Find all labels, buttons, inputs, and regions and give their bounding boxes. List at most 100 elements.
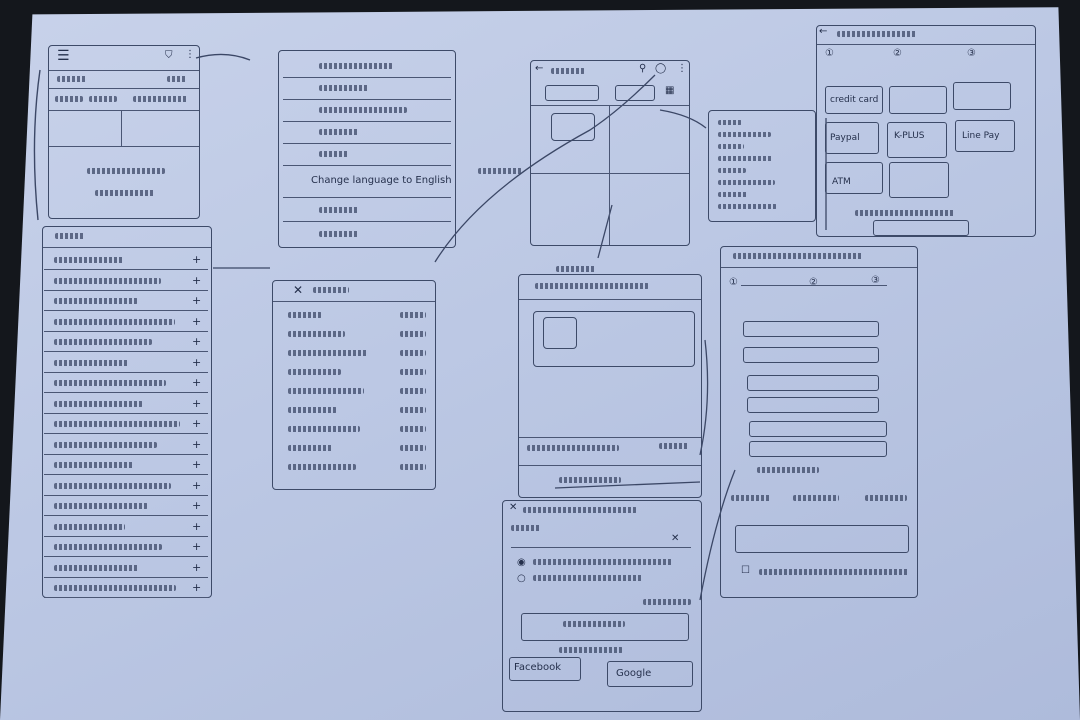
sort-option[interactable] <box>716 178 812 188</box>
line-pay-option[interactable]: Line Pay <box>955 120 1015 152</box>
category-row[interactable]: + <box>44 291 208 311</box>
payment-option[interactable] <box>889 162 949 198</box>
filter-row[interactable] <box>284 384 430 400</box>
category-row[interactable]: + <box>44 373 208 393</box>
expand-plus-icon[interactable]: + <box>192 335 202 348</box>
expand-plus-icon[interactable]: + <box>192 294 202 307</box>
filter-row[interactable] <box>284 346 430 362</box>
filter-button[interactable] <box>615 85 655 101</box>
sort-option[interactable] <box>716 190 812 200</box>
credit-card-option[interactable]: credit card <box>825 86 883 114</box>
expand-plus-icon[interactable]: + <box>192 581 202 594</box>
expand-plus-icon[interactable]: + <box>192 273 202 287</box>
cart-icon[interactable]: ◯ <box>655 63 667 74</box>
radio-option[interactable]: ○ <box>517 573 526 584</box>
more-icon[interactable]: ⋮ <box>185 49 195 60</box>
category-row[interactable]: + <box>44 476 208 496</box>
category-row[interactable]: + <box>44 455 208 475</box>
category-row[interactable]: + <box>44 394 208 414</box>
expand-plus-icon[interactable]: + <box>192 458 202 471</box>
category-row[interactable]: + <box>44 537 208 557</box>
sort-button[interactable] <box>545 85 599 101</box>
category-row[interactable]: + <box>44 517 208 537</box>
bookmark-icon[interactable]: ⛉ <box>165 50 173 61</box>
close-icon[interactable]: ✕ <box>293 283 304 297</box>
more-icon[interactable]: ⋮ <box>677 63 687 74</box>
expand-plus-icon[interactable]: + <box>192 560 202 574</box>
expand-plus-icon[interactable]: + <box>192 519 202 533</box>
category-row[interactable]: + <box>44 558 208 578</box>
phone-input[interactable] <box>749 441 887 457</box>
back-arrow-icon[interactable]: ← <box>819 26 828 37</box>
checkbox[interactable]: ☐ <box>741 565 750 576</box>
sort-option[interactable] <box>716 130 812 140</box>
category-row[interactable]: + <box>44 353 208 373</box>
expand-plus-icon[interactable]: + <box>192 478 202 492</box>
cart-screen <box>518 274 702 498</box>
filter-row[interactable] <box>284 441 430 457</box>
paypal-option[interactable]: Paypal <box>825 122 879 154</box>
atm-option[interactable]: ATM <box>825 162 883 194</box>
login-screen: ✕ ✕ ◉ ○ Facebook Google <box>502 500 702 712</box>
google-login-button[interactable]: Google <box>607 661 693 687</box>
filter-row[interactable] <box>284 308 430 324</box>
grid-icon[interactable]: ▦ <box>665 85 675 96</box>
radio-option[interactable]: ◉ <box>517 557 526 568</box>
search-icon[interactable]: ⚲ <box>639 63 647 74</box>
shipping-address-screen: ① ② ③ ☐ <box>720 246 918 598</box>
close-icon[interactable]: ✕ <box>509 502 518 513</box>
province-input[interactable] <box>747 397 879 413</box>
sort-option[interactable] <box>716 118 812 128</box>
confirm-payment-button[interactable] <box>873 220 969 236</box>
category-row[interactable]: + <box>44 435 208 455</box>
postcode-input[interactable] <box>749 421 887 437</box>
address-input[interactable] <box>743 347 879 363</box>
step-3: ③ <box>871 275 880 286</box>
filter-row[interactable] <box>284 403 430 419</box>
step-2: ② <box>893 48 902 59</box>
expand-plus-icon[interactable]: + <box>192 499 202 512</box>
next-button[interactable] <box>735 525 909 553</box>
expand-plus-icon[interactable]: + <box>192 253 202 266</box>
menu-icon[interactable]: ☰ <box>57 48 70 64</box>
category-row[interactable]: + <box>44 250 208 270</box>
filter-row[interactable] <box>284 327 430 343</box>
category-row[interactable]: + <box>44 312 208 332</box>
filter-row[interactable] <box>284 460 430 476</box>
home-screen: ☰ ⛉ ⋮ <box>48 45 200 219</box>
facebook-login-button[interactable]: Facebook <box>509 657 581 681</box>
category-row[interactable]: + <box>44 414 208 434</box>
expand-plus-icon[interactable]: + <box>192 540 202 553</box>
expand-plus-icon[interactable]: + <box>192 417 202 430</box>
expand-plus-icon[interactable]: + <box>192 437 202 451</box>
step-2: ② <box>809 277 818 288</box>
category-row[interactable]: + <box>44 578 208 598</box>
continue-button[interactable] <box>521 613 689 641</box>
payment-option[interactable] <box>889 86 947 114</box>
expand-plus-icon[interactable]: + <box>192 355 202 369</box>
filter-row[interactable] <box>284 422 430 438</box>
sort-option[interactable] <box>716 154 812 164</box>
category-row[interactable]: + <box>44 496 208 516</box>
back-arrow-icon[interactable]: ← <box>535 63 544 74</box>
category-row[interactable]: + <box>44 332 208 352</box>
name-input[interactable] <box>743 321 879 337</box>
sort-option[interactable] <box>716 166 812 176</box>
category-row[interactable]: + <box>44 271 208 291</box>
clear-icon[interactable]: ✕ <box>671 533 680 544</box>
filter-row[interactable] <box>284 365 430 381</box>
expand-plus-icon[interactable]: + <box>192 314 202 328</box>
change-language-item[interactable]: Change language to English <box>311 175 452 186</box>
product-image <box>551 113 595 141</box>
cart-item-card <box>533 311 695 367</box>
product-grid-screen: ← ⚲ ◯ ⋮ ▦ <box>530 60 690 246</box>
subdistrict-input[interactable] <box>747 375 879 391</box>
expand-plus-icon[interactable]: + <box>192 376 202 389</box>
sort-option[interactable] <box>716 202 812 212</box>
kbank-option[interactable]: K-PLUS <box>887 122 947 158</box>
expand-plus-icon[interactable]: + <box>192 396 202 410</box>
sort-option[interactable] <box>716 142 812 152</box>
payment-option[interactable] <box>953 82 1011 110</box>
